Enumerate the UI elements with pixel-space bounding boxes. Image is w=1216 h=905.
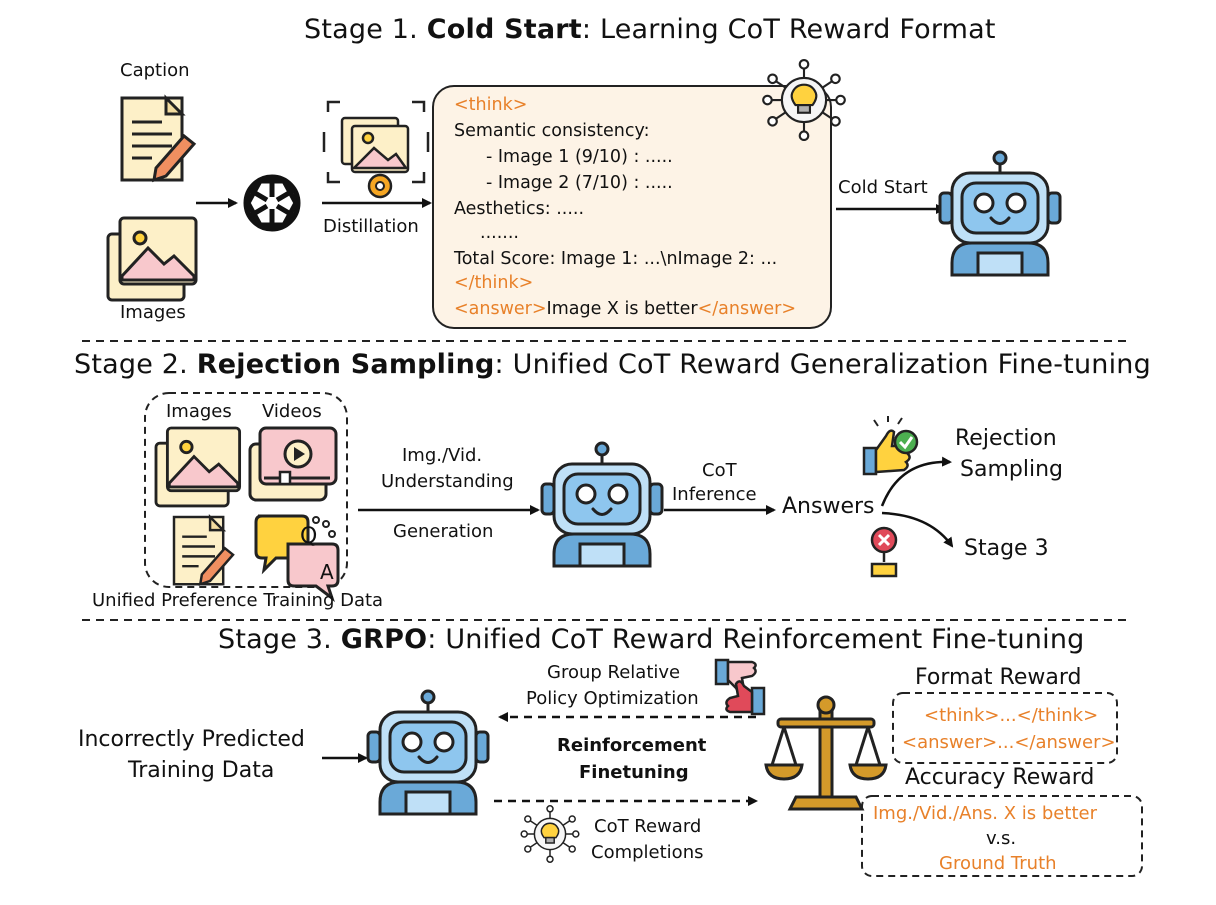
accuracy-reward-title: Accuracy Reward (905, 765, 1095, 790)
openai-logo-icon (243, 174, 301, 232)
understanding-line1: Img./Vid. (402, 445, 483, 466)
rf-line1: Reinforcement (557, 735, 707, 756)
robot-stage3-icon (366, 689, 490, 816)
rf-line2: Finetuning (579, 762, 689, 783)
text-paper-icon (172, 515, 235, 586)
stage2-images-label: Images (166, 401, 232, 422)
distillation-label: Distillation (323, 216, 419, 237)
semantic-line: Semantic consistency: (454, 121, 650, 141)
cot-reward-format-box: <think> Semantic consistency: - Image 1 … (432, 85, 832, 329)
qa-chat-icon (254, 514, 340, 603)
arrow-to-rejection (880, 456, 952, 507)
images-stack-icon (106, 216, 198, 302)
cot-line2: Inference (672, 484, 757, 505)
grpo-line1: Group Relative (547, 662, 681, 683)
rejection-line2: Sampling (960, 457, 1063, 482)
balance-scale-icon (764, 695, 888, 811)
format-reward-answer: <answer>...</answer> (902, 732, 1116, 753)
unified-data-label: Unified Preference Training Data (92, 590, 384, 611)
think-open-tag: <think> (454, 95, 528, 115)
data-group-box (144, 392, 348, 588)
distillation-icon (322, 100, 430, 199)
accuracy-gt-line: Ground Truth (939, 853, 1057, 874)
answers-label: Answers (782, 494, 875, 519)
grpo-line2: Policy Optimization (526, 688, 699, 709)
reject-hand-icon (870, 526, 898, 578)
completions-line1: CoT Reward (594, 816, 702, 837)
format-reward-title: Format Reward (915, 665, 1082, 690)
images-stack-icon (154, 426, 242, 508)
cold-start-label: Cold Start (838, 177, 928, 198)
think-close-tag: </think> (454, 273, 534, 293)
image2-score: - Image 2 (7/10) : ..... (486, 173, 673, 193)
image1-score: - Image 1 (9/10) : ..... (486, 147, 673, 167)
lightbulb-network-icon (520, 805, 580, 863)
generation-label: Generation (393, 521, 494, 542)
stage1-title: Stage 1. Cold Start: Learning CoT Reward… (304, 14, 996, 45)
thumbs-up-down-icon (714, 658, 766, 716)
stage2-title: Stage 2. Rejection Sampling: Unified CoT… (74, 349, 1151, 380)
stage2-videos-label: Videos (262, 401, 322, 422)
accuracy-vs-line: v.s. (986, 828, 1017, 849)
q-label: Q (300, 524, 318, 549)
images-label: Images (120, 302, 186, 323)
incorrect-data-line1: Incorrectly Predicted (78, 727, 305, 752)
robot-stage2-icon (540, 441, 664, 568)
incorrect-data-line2: Training Data (128, 758, 275, 783)
caption-paper-icon (120, 96, 196, 182)
accuracy-pred-line: Img./Vid./Ans. X is better (873, 803, 1097, 824)
accuracy-reward-box (861, 795, 1143, 877)
thumbs-up-icon (862, 416, 919, 476)
ellipsis-line: ....... (480, 223, 519, 243)
format-reward-think: <think>...</think> (924, 705, 1099, 726)
cot-line1: CoT (702, 460, 737, 481)
rejection-line1: Rejection (955, 426, 1057, 451)
completions-line2: Completions (591, 842, 704, 863)
stage3-target-label: Stage 3 (964, 536, 1049, 561)
total-score-line: Total Score: Image 1: ...\nImage 2: ... (454, 249, 778, 269)
format-reward-box (892, 692, 1118, 764)
arrow-to-stage3 (881, 511, 954, 548)
answer-line: <answer>Image X is better</answer> (454, 299, 797, 319)
understanding-line2: Understanding (381, 471, 514, 492)
aesthetics-line: Aesthetics: ..... (454, 199, 585, 219)
video-icon (248, 426, 338, 502)
robot-stage1-icon (938, 150, 1062, 277)
stage3-title: Stage 3. GRPO: Unified CoT Reward Reinfo… (218, 624, 1085, 655)
caption-label: Caption (120, 60, 190, 81)
a-label: A (320, 560, 334, 584)
